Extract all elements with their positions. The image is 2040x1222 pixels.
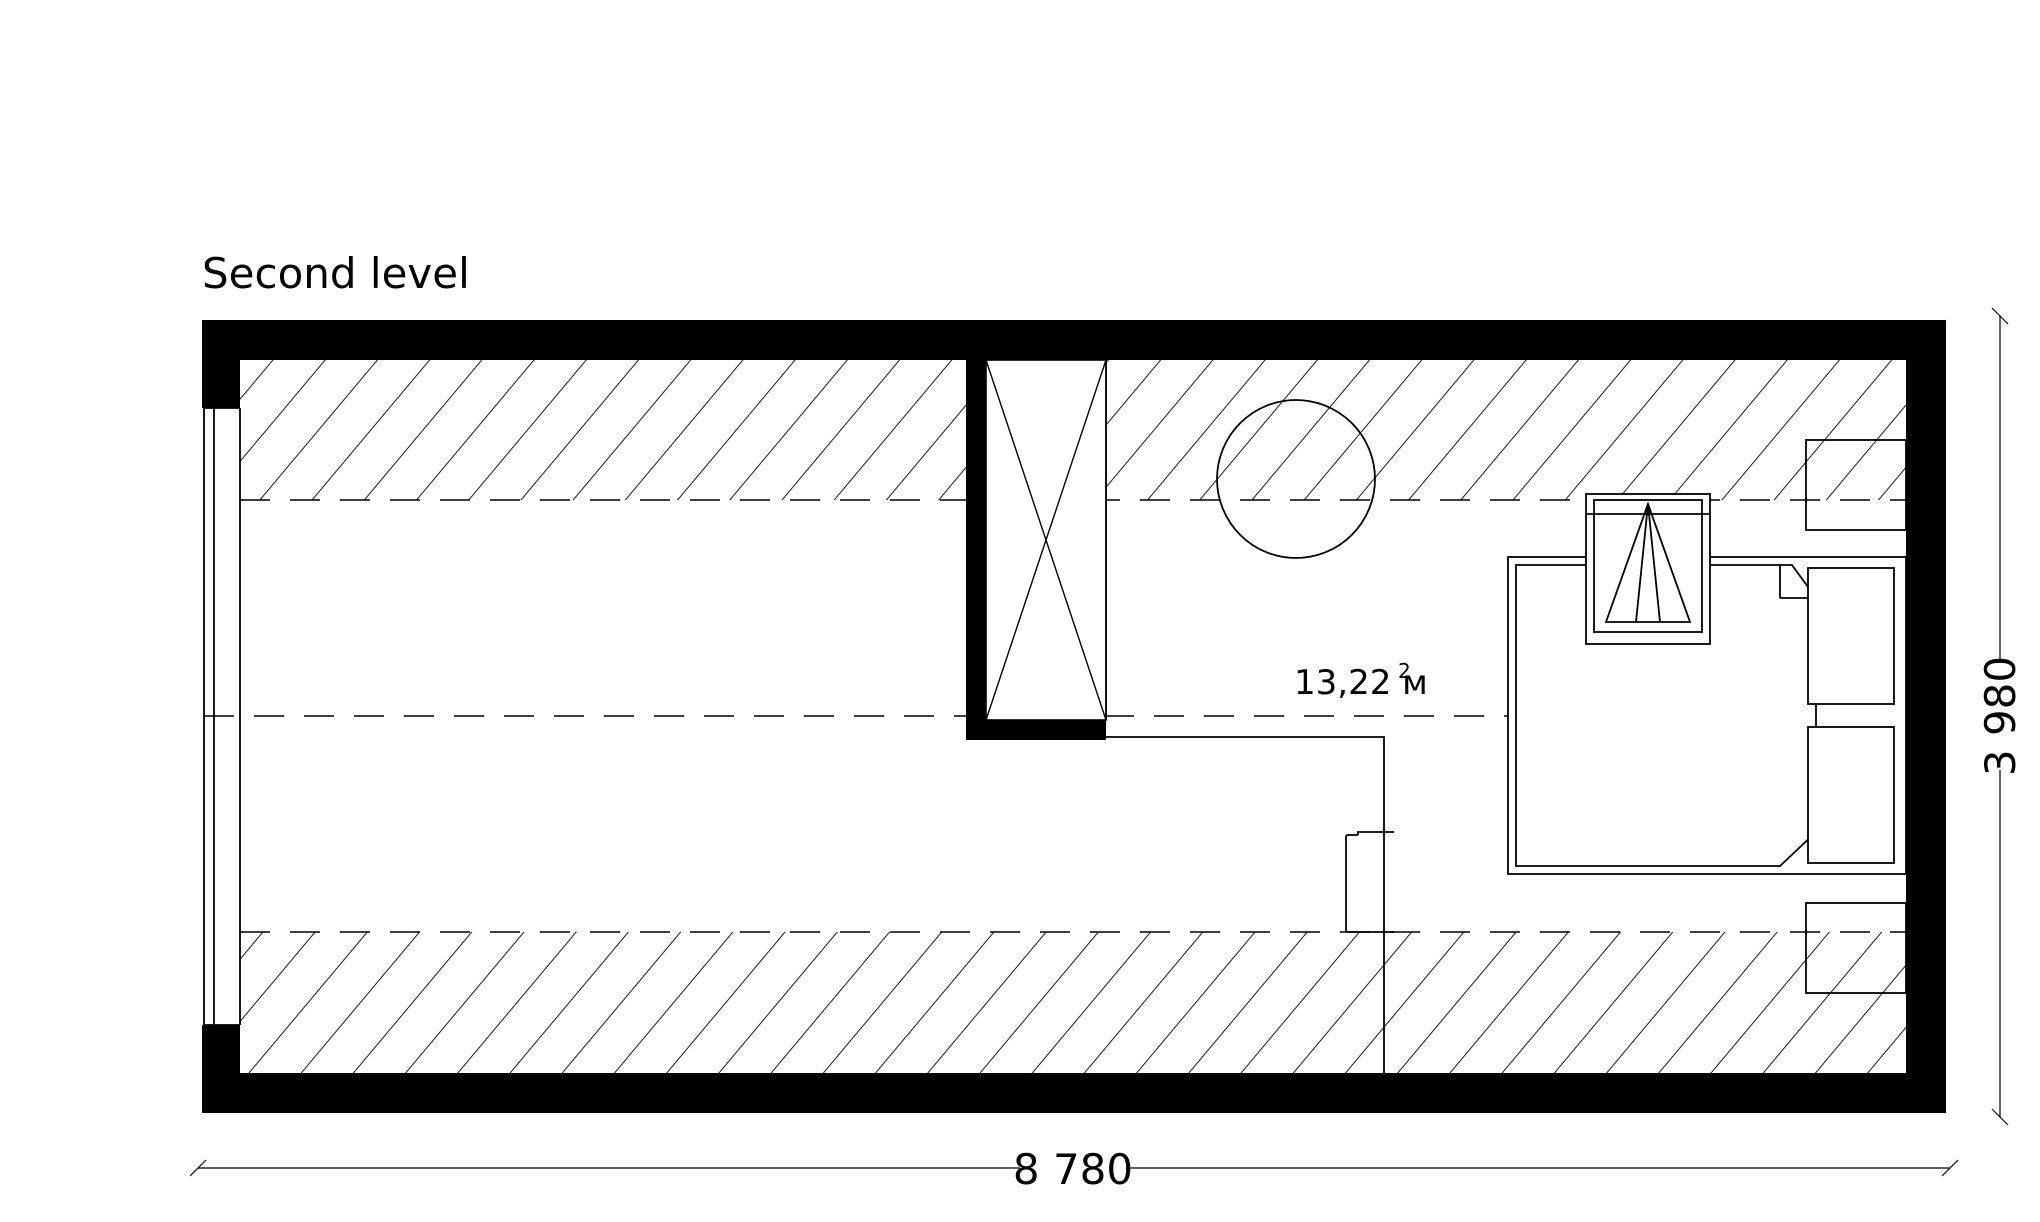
skylight-bottom [1805,902,1907,994]
window-left [203,407,241,1026]
wall-right [1906,320,1946,1113]
wall-left-lower [202,1025,240,1113]
wall-corner-lines [1905,319,1947,1114]
wall-bottom [202,1073,1946,1113]
area-label: 13,22 м 2 [1294,659,1428,703]
plan-title: Second level [202,249,470,298]
area-value: 13,22 м [1294,663,1428,703]
area-superscript: 2 [1398,659,1411,683]
door-handle-icon [1345,831,1394,933]
loft-edge [1106,736,1385,1073]
bed-icon [1507,556,1907,875]
round-table-icon [1216,399,1376,559]
width-dimension-label: 8 780 [1013,1145,1133,1194]
height-dimension: 3 980 [1976,307,2025,1126]
wall-top [202,320,1946,360]
wall-left-upper [202,320,240,408]
height-dimension-label: 3 980 [1976,656,2025,776]
skylight-top [1805,439,1907,531]
hatched-zone-bottom [240,932,1906,1073]
width-dimension: 8 780 [189,1145,1959,1194]
outer-walls [202,320,1946,1113]
interior-partition [966,320,1107,740]
chair-icon [1585,493,1711,645]
